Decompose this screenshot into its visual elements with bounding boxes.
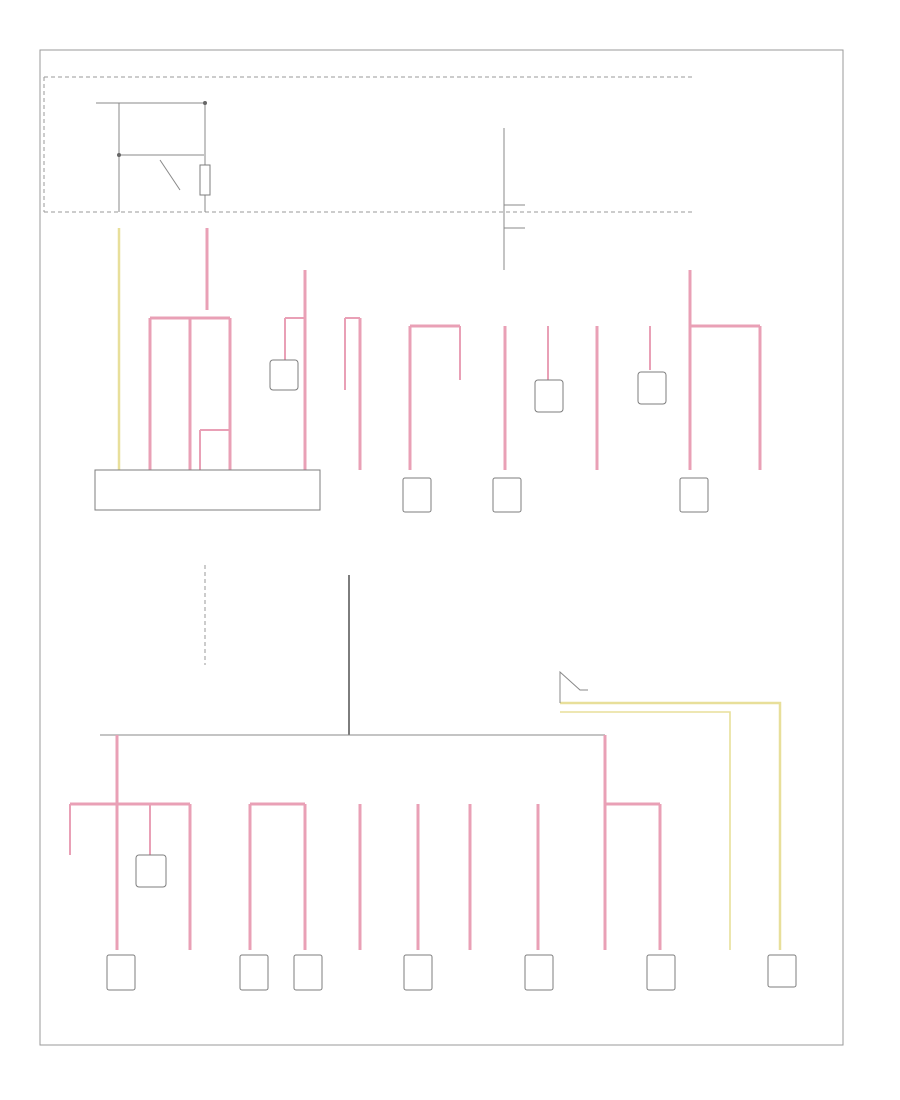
lower-sensor-box	[767, 954, 797, 988]
sensor-bracket	[559, 670, 588, 703]
relay-switch	[159, 159, 181, 191]
injector-2	[492, 477, 522, 513]
lower-injector-5	[524, 954, 554, 991]
injector-1	[402, 477, 432, 513]
lower-injector-3	[293, 954, 323, 991]
lower-injector-4	[403, 954, 433, 991]
lower-injector-2	[239, 954, 269, 991]
relay-coil	[199, 164, 211, 196]
relay-junction-1	[117, 153, 121, 157]
diagram-frame	[39, 49, 844, 1046]
relay-junction-2	[203, 101, 207, 105]
injector-6	[679, 477, 709, 513]
lower-injector-6	[646, 954, 676, 991]
injector-a	[269, 359, 299, 391]
wire-yellow-right-2	[560, 711, 731, 950]
injector-5	[637, 371, 667, 405]
lower-injector-a	[135, 854, 167, 888]
wire-yellow-right-1	[560, 701, 782, 950]
injector-3	[534, 379, 564, 413]
ecm-connector	[94, 469, 321, 511]
lower-injector-1	[106, 954, 136, 991]
